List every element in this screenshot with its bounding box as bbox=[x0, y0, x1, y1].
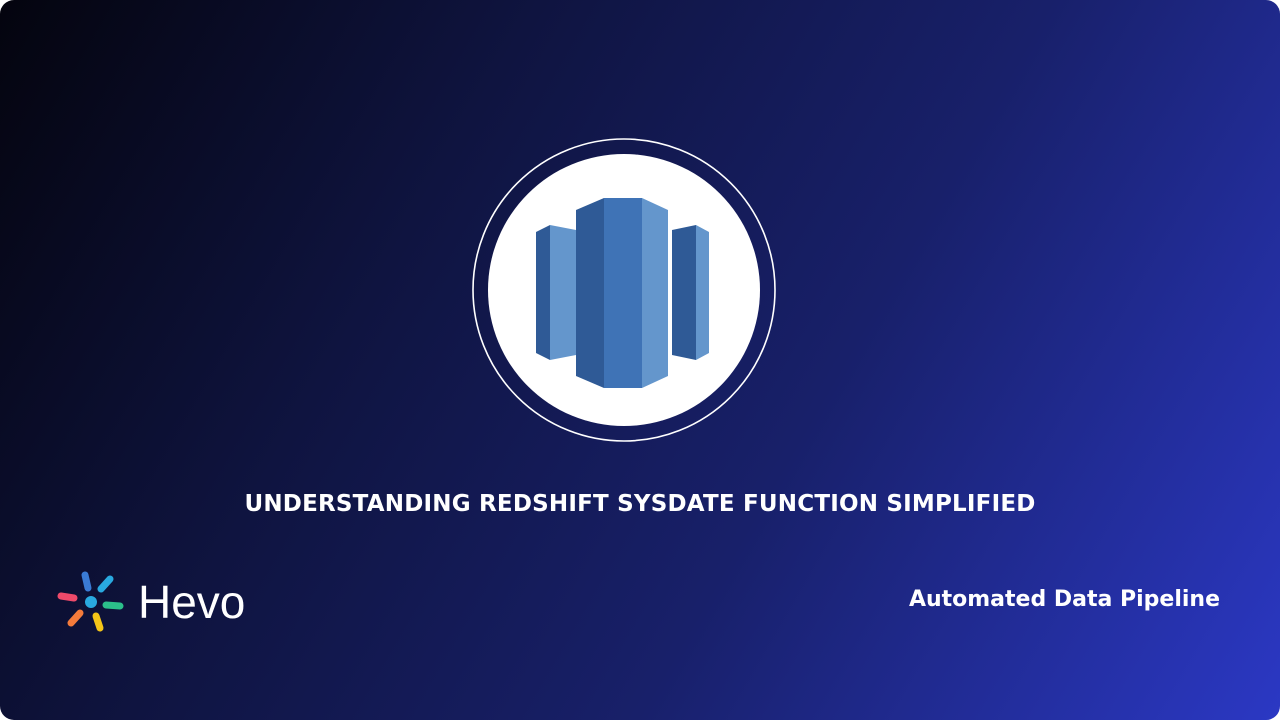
spark-ray-2 bbox=[97, 575, 114, 593]
redshift-logo-badge bbox=[472, 138, 776, 442]
left-column-side bbox=[536, 225, 550, 360]
hevo-brand[interactable]: Hevo bbox=[54, 566, 245, 638]
center-column-front bbox=[604, 198, 642, 388]
hevo-spark-logo-icon bbox=[57, 571, 124, 632]
left-column-face bbox=[550, 225, 576, 360]
spark-ray-1 bbox=[81, 571, 92, 592]
right-column-side bbox=[696, 225, 709, 360]
spark-ray-5 bbox=[67, 609, 84, 627]
outer-ring bbox=[472, 138, 776, 442]
center-column-right bbox=[642, 198, 668, 388]
banner-title: UNDERSTANDING REDSHIFT SYSDATE FUNCTION … bbox=[244, 491, 1036, 517]
spark-center bbox=[85, 596, 97, 608]
amazon-redshift-logo-icon bbox=[472, 138, 776, 442]
spark-ray-3 bbox=[102, 601, 124, 610]
brand-name: Hevo bbox=[138, 576, 246, 628]
spark-ray-6 bbox=[57, 592, 78, 602]
center-column-left bbox=[576, 198, 604, 388]
spark-ray-4 bbox=[92, 612, 104, 632]
tagline: Automated Data Pipeline bbox=[908, 587, 1220, 612]
right-column-face bbox=[672, 225, 696, 360]
